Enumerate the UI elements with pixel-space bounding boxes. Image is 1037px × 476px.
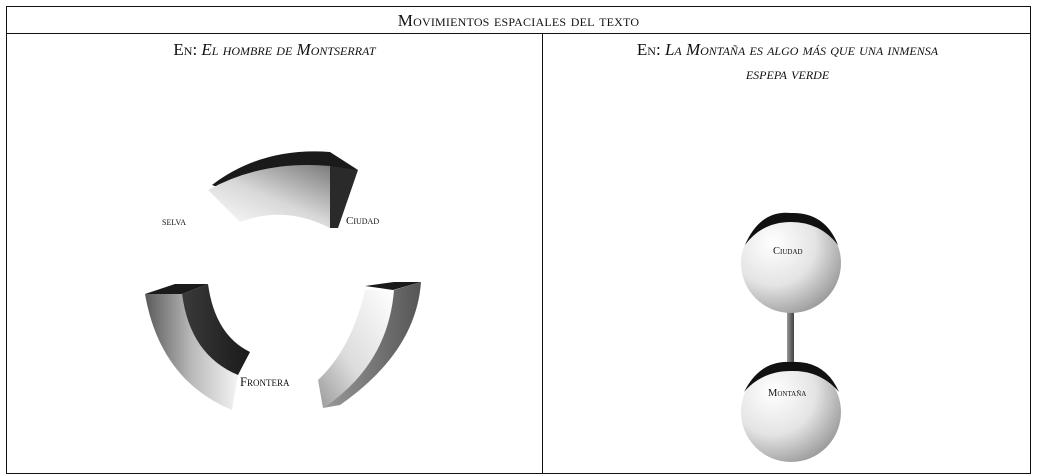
right-heading-work-line1: La Montaña es algo más que una inmensa xyxy=(664,40,939,59)
label-ciudad-left: Ciudad xyxy=(346,215,379,227)
sphere-ciudad xyxy=(741,212,841,313)
left-heading-work: El hombre de Montserrat xyxy=(201,40,376,59)
diagram-table: Movimientos espaciales del texto En: El … xyxy=(6,6,1031,474)
segment-left xyxy=(145,284,250,410)
segment-top xyxy=(208,151,358,228)
column-divider xyxy=(542,34,543,473)
right-heading-prefix: En: xyxy=(636,40,665,59)
right-column-heading: En: La Montaña es algo más que una inmen… xyxy=(543,38,1032,86)
connector-stick xyxy=(787,312,794,374)
label-montana: Montaña xyxy=(768,388,806,399)
left-heading-prefix: En: xyxy=(173,40,202,59)
table-title: Movimientos espaciales del texto xyxy=(7,7,1030,34)
segment-right xyxy=(318,282,421,408)
sphere-montana xyxy=(741,361,841,462)
right-heading-work-line2: espepa verde xyxy=(745,64,830,83)
label-ciudad-right: Ciudad xyxy=(773,246,803,257)
label-frontera: Frontera xyxy=(240,375,290,389)
label-selva: selva xyxy=(162,216,186,228)
left-column-heading: En: El hombre de Montserrat xyxy=(7,38,542,62)
